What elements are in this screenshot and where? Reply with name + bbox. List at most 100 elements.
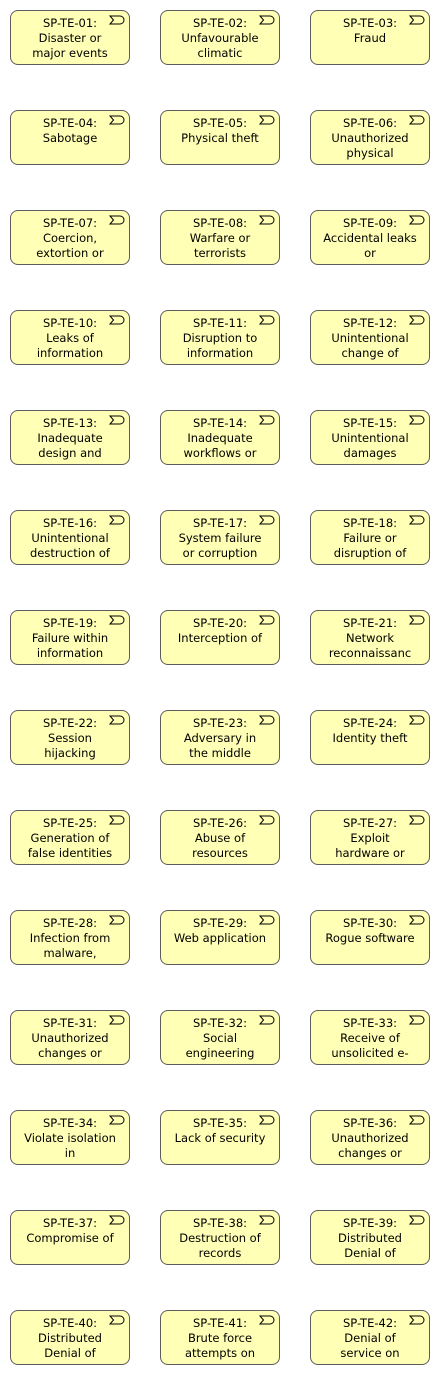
threat-event-node[interactable]: SP-TE-32:Social engineering	[160, 1010, 280, 1065]
event-icon	[259, 315, 275, 325]
event-icon	[409, 715, 425, 725]
node-text: SP-TE-28:Infection from malware,	[23, 916, 117, 962]
node-text: SP-TE-09:Accidental leaks or	[323, 216, 417, 262]
node-id: SP-TE-16:	[42, 516, 98, 530]
threat-event-node[interactable]: SP-TE-15:Unintentional damages	[310, 410, 430, 465]
event-icon	[259, 1215, 275, 1225]
threat-event-node[interactable]: SP-TE-39:Distributed Denial of	[310, 1210, 430, 1265]
threat-event-node[interactable]: SP-TE-02:Unfavourable climatic	[160, 10, 280, 65]
node-id: SP-TE-39:	[342, 1216, 398, 1230]
node-id: SP-TE-06:	[342, 116, 398, 130]
event-icon	[409, 515, 425, 525]
event-icon	[259, 415, 275, 425]
node-label: Interception of	[177, 631, 263, 645]
threat-event-node[interactable]: SP-TE-23:Adversary in the middle	[160, 710, 280, 765]
node-text: SP-TE-23:Adversary in the middle	[173, 716, 267, 762]
threat-event-node[interactable]: SP-TE-36:Unauthorized changes or	[310, 1110, 430, 1165]
node-text: SP-TE-24:Identity theft	[323, 716, 417, 762]
threat-event-node[interactable]: SP-TE-40:Distributed Denial of	[10, 1310, 130, 1365]
node-label: Receive of unsolicited e-	[331, 1031, 409, 1060]
node-id: SP-TE-08:	[192, 216, 248, 230]
node-text: SP-TE-33:Receive of unsolicited e-	[323, 1016, 417, 1062]
event-icon	[409, 815, 425, 825]
threat-event-node[interactable]: SP-TE-25:Generation of false identities	[10, 810, 130, 865]
node-id: SP-TE-04:	[42, 116, 98, 130]
node-id: SP-TE-14:	[192, 416, 248, 430]
threat-event-node[interactable]: SP-TE-33:Receive of unsolicited e-	[310, 1010, 430, 1065]
event-icon	[109, 15, 125, 25]
node-text: SP-TE-20:Interception of	[173, 616, 267, 662]
event-icon	[109, 915, 125, 925]
node-text: SP-TE-38:Destruction of records	[173, 1216, 267, 1262]
threat-event-node[interactable]: SP-TE-41:Brute force attempts on	[160, 1310, 280, 1365]
node-text: SP-TE-41:Brute force attempts on	[173, 1316, 267, 1362]
event-icon	[259, 15, 275, 25]
node-label: Infection from malware,	[29, 931, 111, 960]
node-text: SP-TE-07:Coercion, extortion or	[23, 216, 117, 262]
threat-event-node[interactable]: SP-TE-18:Failure or disruption of	[310, 510, 430, 565]
node-id: SP-TE-26:	[192, 816, 248, 830]
node-text: SP-TE-12:Unintentional change of	[323, 316, 417, 362]
threat-event-node[interactable]: SP-TE-20:Interception of	[160, 610, 280, 665]
node-id: SP-TE-33:	[342, 1016, 398, 1030]
node-text: SP-TE-19:Failure within information	[23, 616, 117, 662]
node-label: Rogue software	[325, 931, 415, 945]
node-label: System failure or corruption	[178, 531, 262, 560]
threat-event-node[interactable]: SP-TE-09:Accidental leaks or	[310, 210, 430, 265]
threat-event-node[interactable]: SP-TE-13:Inadequate design and	[10, 410, 130, 465]
node-text: SP-TE-21:Network reconnaissanc	[323, 616, 417, 662]
threat-event-node[interactable]: SP-TE-34:Violate isolation in	[10, 1110, 130, 1165]
threat-event-node[interactable]: SP-TE-21:Network reconnaissanc	[310, 610, 430, 665]
node-label: Coercion, extortion or	[36, 231, 104, 260]
threat-event-node[interactable]: SP-TE-30:Rogue software	[310, 910, 430, 965]
node-id: SP-TE-27:	[342, 816, 398, 830]
threat-event-node[interactable]: SP-TE-42:Denial of service on	[310, 1310, 430, 1365]
threat-event-node[interactable]: SP-TE-03:Fraud	[310, 10, 430, 65]
node-text: SP-TE-30:Rogue software	[323, 916, 417, 962]
threat-event-node[interactable]: SP-TE-04:Sabotage	[10, 110, 130, 165]
node-id: SP-TE-20:	[192, 616, 248, 630]
node-label: Disruption to information	[182, 331, 258, 360]
node-id: SP-TE-17:	[192, 516, 248, 530]
threat-event-node[interactable]: SP-TE-11:Disruption to information	[160, 310, 280, 365]
threat-event-node[interactable]: SP-TE-28:Infection from malware,	[10, 910, 130, 965]
node-label: Exploit hardware or	[335, 831, 405, 860]
threat-event-node[interactable]: SP-TE-08:Warfare or terrorists	[160, 210, 280, 265]
threat-event-node[interactable]: SP-TE-35:Lack of security	[160, 1110, 280, 1165]
threat-event-node[interactable]: SP-TE-16:Unintentional destruction of	[10, 510, 130, 565]
threat-event-node[interactable]: SP-TE-29:Web application	[160, 910, 280, 965]
node-text: SP-TE-15:Unintentional damages	[323, 416, 417, 462]
threat-event-node[interactable]: SP-TE-14:Inadequate workflows or	[160, 410, 280, 465]
node-id: SP-TE-40:	[42, 1316, 98, 1330]
node-id: SP-TE-25:	[42, 816, 98, 830]
threat-event-node[interactable]: SP-TE-37:Compromise of	[10, 1210, 130, 1265]
node-label: Violate isolation in	[24, 1131, 116, 1160]
threat-event-node[interactable]: SP-TE-19:Failure within information	[10, 610, 130, 665]
node-label: Inadequate design and	[37, 431, 103, 460]
node-label: Accidental leaks or	[323, 231, 417, 260]
event-icon	[109, 415, 125, 425]
threat-event-node[interactable]: SP-TE-12:Unintentional change of	[310, 310, 430, 365]
event-icon	[409, 415, 425, 425]
node-text: SP-TE-29:Web application	[173, 916, 267, 962]
threat-event-node[interactable]: SP-TE-31:Unauthorized changes or	[10, 1010, 130, 1065]
threat-event-node[interactable]: SP-TE-07:Coercion, extortion or	[10, 210, 130, 265]
node-label: Unauthorized physical	[331, 131, 409, 160]
threat-event-node[interactable]: SP-TE-26:Abuse of resources	[160, 810, 280, 865]
node-label: Web application	[173, 931, 267, 945]
node-text: SP-TE-34:Violate isolation in	[23, 1116, 117, 1162]
node-label: Fraud	[353, 31, 387, 45]
event-icon	[259, 1015, 275, 1025]
threat-event-node[interactable]: SP-TE-01:Disaster or major events	[10, 10, 130, 65]
threat-event-node[interactable]: SP-TE-05:Physical theft	[160, 110, 280, 165]
threat-event-node[interactable]: SP-TE-06:Unauthorized physical	[310, 110, 430, 165]
node-id: SP-TE-01:	[42, 16, 98, 30]
threat-event-node[interactable]: SP-TE-38:Destruction of records	[160, 1210, 280, 1265]
threat-event-node[interactable]: SP-TE-17:System failure or corruption	[160, 510, 280, 565]
threat-event-node[interactable]: SP-TE-27:Exploit hardware or	[310, 810, 430, 865]
node-text: SP-TE-11:Disruption to information	[173, 316, 267, 362]
threat-event-node[interactable]: SP-TE-24:Identity theft	[310, 710, 430, 765]
threat-event-node[interactable]: SP-TE-10:Leaks of information	[10, 310, 130, 365]
threat-event-node[interactable]: SP-TE-22:Session hijacking	[10, 710, 130, 765]
